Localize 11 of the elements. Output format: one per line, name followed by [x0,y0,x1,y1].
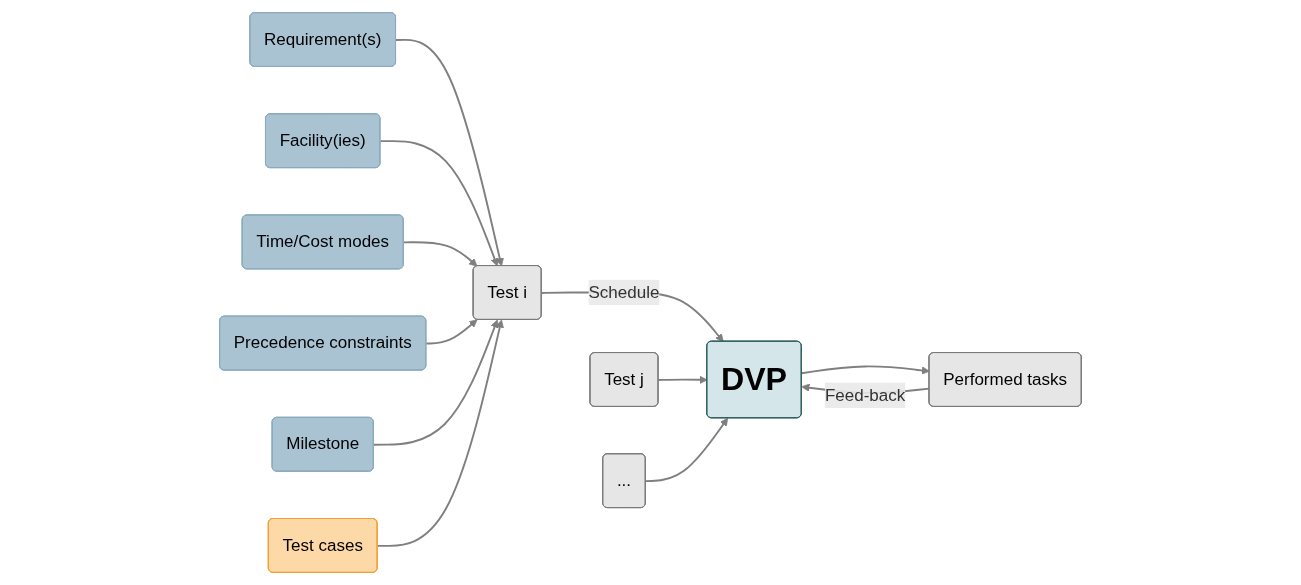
arrow [376,319,504,547]
arrow [379,140,499,267]
arrow [657,375,708,384]
arrow [644,417,729,483]
edge-label: Schedule [588,282,660,302]
arrow [372,319,499,446]
arrow [800,365,930,375]
edge-label: Feed-back [824,385,906,405]
arrow [402,241,478,267]
arrow [395,39,504,267]
arrow [425,319,478,345]
